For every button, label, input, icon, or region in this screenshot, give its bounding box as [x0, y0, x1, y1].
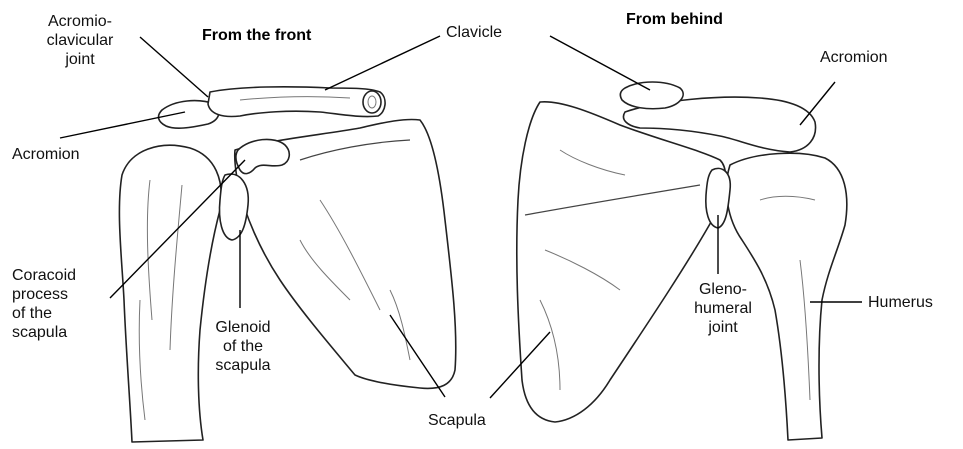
label-part: humeral [683, 299, 763, 318]
label-part: joint [683, 318, 763, 337]
label-part: Gleno- [683, 280, 763, 299]
back-scapula [517, 102, 726, 422]
front-humerus [119, 145, 221, 442]
label-part: process [12, 285, 76, 304]
label-part: of the [198, 337, 288, 356]
label-glenoid: Glenoid of the scapula [198, 318, 288, 375]
label-acromioclavicular-joint: Acromio- clavicular joint [30, 12, 130, 69]
label-glenohumeral-joint: Gleno- humeral joint [683, 280, 763, 337]
label-acromion-front: Acromion [12, 145, 80, 164]
label-coracoid-process: Coracoid process of the scapula [12, 266, 76, 342]
label-scapula: Scapula [428, 411, 486, 430]
label-part: scapula [198, 356, 288, 375]
label-clavicle: Clavicle [446, 23, 502, 42]
label-part: clavicular [30, 31, 130, 50]
label-humerus: Humerus [868, 293, 933, 312]
label-part: Acromio- [30, 12, 130, 31]
leader-clavicle-front [325, 36, 440, 90]
front-clavicle [208, 87, 385, 117]
back-clavicle [620, 82, 683, 109]
leader-acromion-right [800, 82, 835, 125]
label-part: joint [30, 50, 130, 69]
label-part: Glenoid [198, 318, 288, 337]
heading-from-the-front: From the front [202, 26, 311, 45]
heading-from-behind: From behind [626, 10, 723, 29]
front-view [119, 87, 455, 442]
label-part: of the [12, 304, 76, 323]
leader-ac-joint [140, 37, 208, 97]
back-view [517, 82, 847, 440]
label-part: Coracoid [12, 266, 76, 285]
front-glenoid-rim [220, 174, 249, 240]
label-acromion-back: Acromion [820, 48, 888, 67]
label-part: scapula [12, 323, 76, 342]
leader-clavicle-back [550, 36, 650, 90]
